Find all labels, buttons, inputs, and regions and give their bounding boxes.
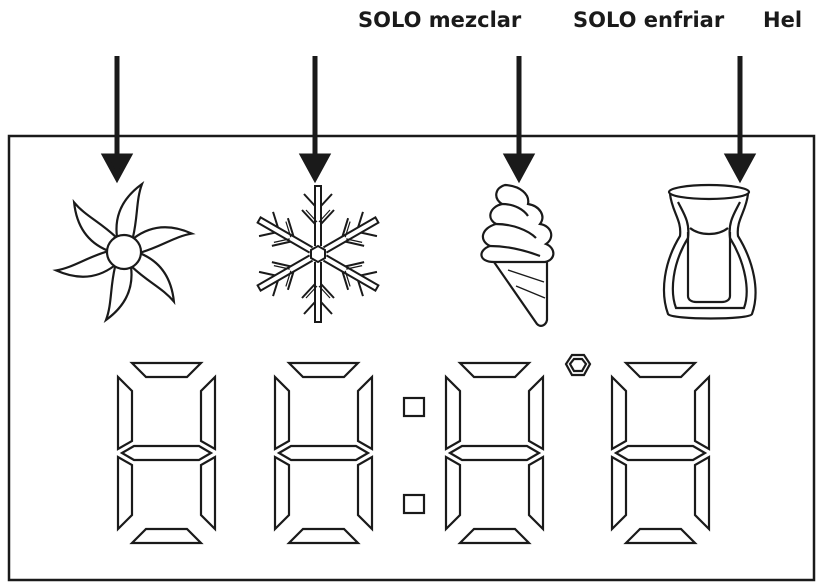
arrowhead-2 xyxy=(298,153,332,184)
digit-3-segment-g xyxy=(447,444,542,462)
digit-1-segment-a xyxy=(129,361,204,379)
digit-1-segment-c xyxy=(199,455,217,532)
digit-2-segment-g xyxy=(276,444,371,462)
segment-display xyxy=(116,361,711,545)
ice-cream-cone-icon xyxy=(480,183,555,327)
digit-3-segment-a xyxy=(457,361,532,379)
digit-2-segment-e xyxy=(273,455,291,532)
colon-bottom-square xyxy=(402,493,426,515)
digit-2-segment-f xyxy=(273,374,291,451)
digit-3-segment-e xyxy=(444,455,462,532)
digit-3-segment-b xyxy=(527,374,545,451)
digit-4-segment-g xyxy=(613,444,708,462)
digit-2-segment-c xyxy=(356,455,374,532)
digit-4-segment-a xyxy=(623,361,698,379)
digit-4-segment-d xyxy=(623,527,698,545)
digit-1-segment-e xyxy=(116,455,134,532)
digit-2-segment-a xyxy=(286,361,361,379)
digit-1-segment-d xyxy=(129,527,204,545)
label-cool-only: SOLO enfriar xyxy=(573,8,725,32)
digit-4-segment-c xyxy=(693,455,711,532)
snowflake-icon xyxy=(250,185,386,323)
lcd-panel-frame xyxy=(7,134,816,582)
digit-1-segment-f xyxy=(116,374,134,451)
container-icon xyxy=(662,183,757,320)
label-mix-only: SOLO mezclar xyxy=(358,8,522,32)
stirring-paddle-icon xyxy=(55,180,193,322)
digit-3-segment-c xyxy=(527,455,545,532)
degree-symbol xyxy=(564,353,592,377)
digit-1-segment-b xyxy=(199,374,217,451)
label-ice-cream: Hel xyxy=(763,8,802,32)
arrowhead-4 xyxy=(723,153,757,184)
digit-1-segment-g xyxy=(119,444,214,462)
digit-4-segment-e xyxy=(610,455,628,532)
digit-3-segment-d xyxy=(457,527,532,545)
digit-2-segment-b xyxy=(356,374,374,451)
colon-top-square xyxy=(402,396,426,418)
digit-3-segment-f xyxy=(444,374,462,451)
arrowhead-1 xyxy=(100,153,134,184)
digit-2-segment-d xyxy=(286,527,361,545)
digit-4-segment-b xyxy=(693,374,711,451)
arrowhead-3 xyxy=(502,153,536,184)
digit-4-segment-f xyxy=(610,374,628,451)
